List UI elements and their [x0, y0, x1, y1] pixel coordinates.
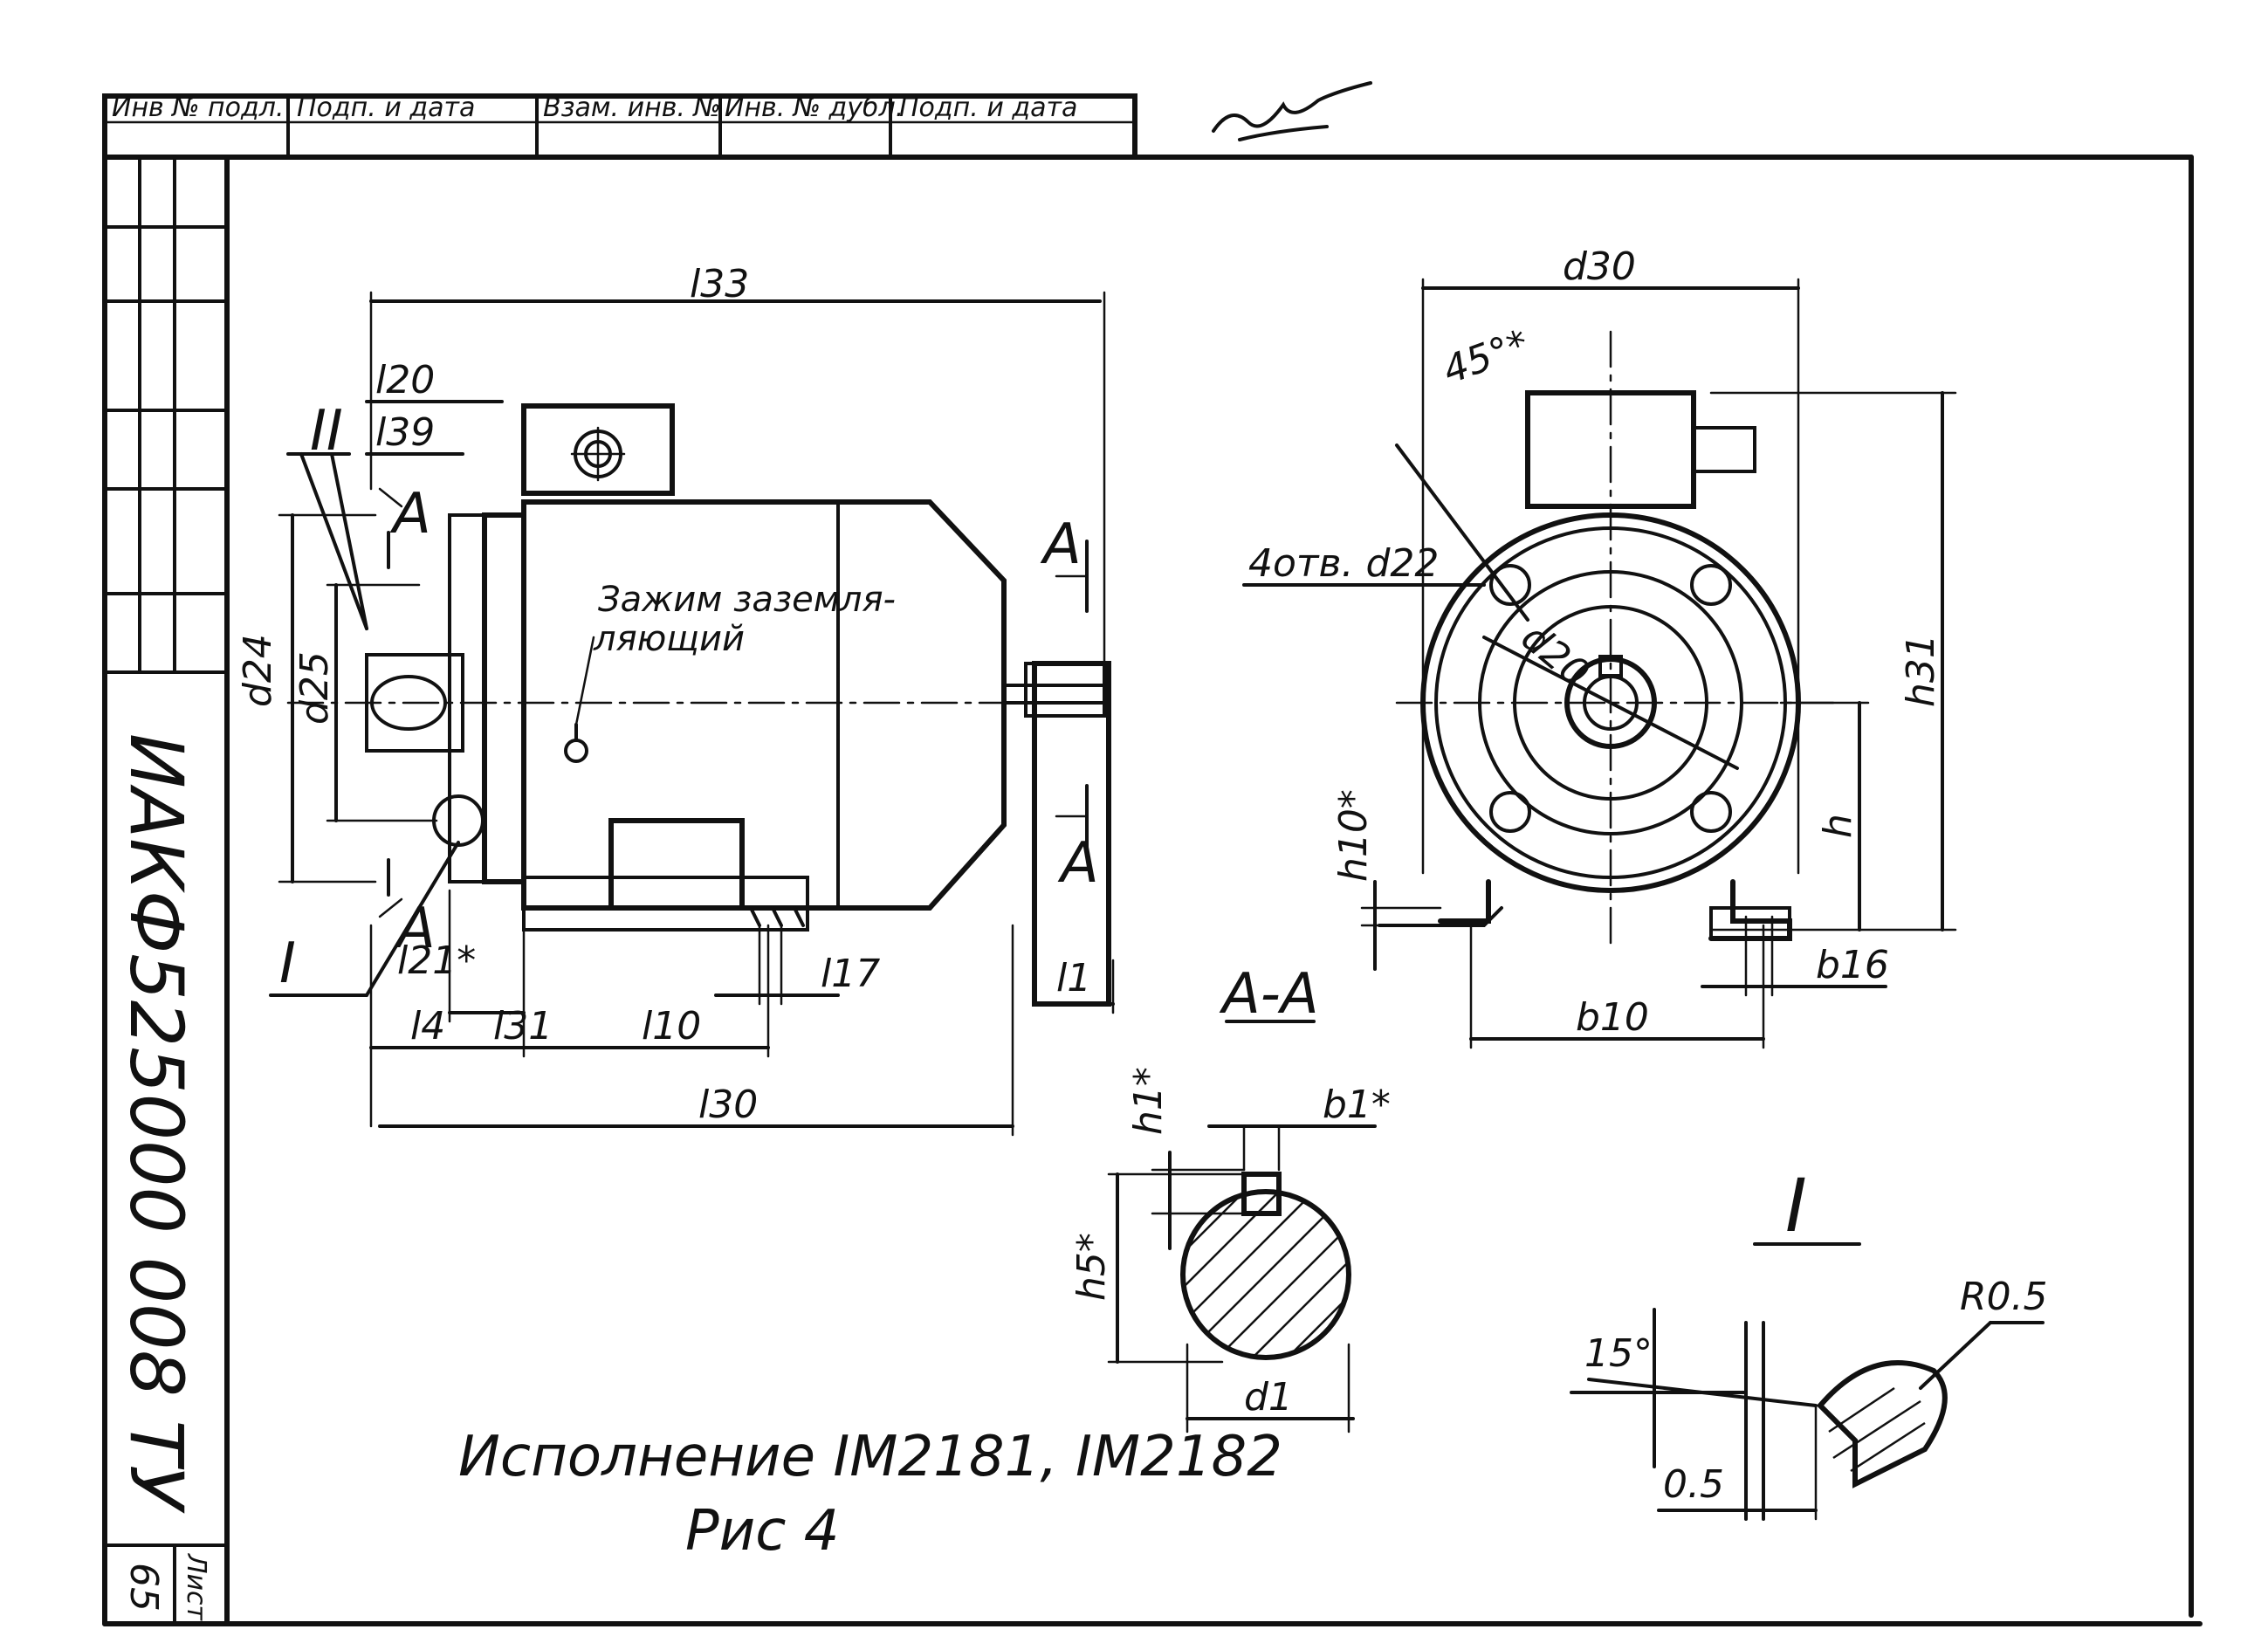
signature-mark: [1212, 81, 1372, 141]
dim-R0-5: R0.5: [1960, 1275, 2048, 1319]
dim-b1: b1*: [1323, 1083, 1391, 1127]
dim-h1: h1*: [1126, 1067, 1171, 1135]
caption-figure: Рис 4: [685, 1499, 839, 1564]
motor-front-view: [1378, 330, 1835, 945]
title-vzam-inv: Взам. инв. №: [543, 93, 721, 123]
front-view-dimensions: [1242, 278, 1957, 1049]
grounding-label-line2: ляющий: [593, 619, 745, 659]
title-podp-data-2: Подп. и дата: [899, 93, 1077, 123]
dim-l21: l21*: [397, 938, 476, 983]
mark-II: II: [310, 399, 343, 464]
title-podp-data: Подп. и дата: [297, 93, 475, 123]
dim-h31: h31: [1899, 634, 1943, 707]
section-mark-A-bottom: A: [394, 897, 436, 961]
dim-angle-45: 45°*: [1437, 321, 1534, 393]
dim-d20: d20: [1513, 615, 1598, 696]
dim-l10: l10: [642, 1004, 701, 1048]
mark-I: I: [279, 932, 296, 996]
dim-d24: d24: [236, 634, 280, 707]
detail-I-title: I: [1785, 1163, 1807, 1248]
dim-l17: l17: [821, 952, 880, 996]
dim-l20: l20: [375, 358, 435, 402]
dim-l1: l1: [1056, 956, 1091, 1000]
dim-d25: d25: [292, 651, 337, 725]
dim-l39: l39: [375, 410, 435, 455]
section-a-a-title: А-А: [1219, 962, 1319, 1027]
dim-b16: b16: [1816, 943, 1889, 987]
dim-l31: l31: [493, 1004, 553, 1048]
grounding-label-line1: Зажим заземля-: [598, 580, 896, 620]
side-view-dimensions: [269, 291, 1115, 1137]
title-inv-podl: Инв № подл.: [112, 93, 284, 123]
dim-angle-15: 15°: [1584, 1331, 1653, 1376]
title-inv-dubl: Инв. № дубл.: [725, 93, 904, 123]
dim-h: h: [1816, 814, 1860, 838]
dim-offset-0-5: 0.5: [1663, 1462, 1724, 1507]
sheet-number: 65: [121, 1563, 166, 1612]
motor-side-view: [286, 403, 1111, 1007]
dim-l33: l33: [690, 262, 749, 306]
dim-l4: l4: [410, 1004, 445, 1048]
dim-b10: b10: [1576, 995, 1649, 1040]
section-mark-A-right-top: A: [1040, 512, 1082, 577]
detail-view-I: [1570, 1242, 2045, 1521]
dim-h10: h10*: [1331, 789, 1376, 882]
sheet-label: Лист: [181, 1553, 211, 1622]
dim-l30: l30: [698, 1083, 758, 1127]
document-code: ИАКФ525000 008 ТУ: [113, 733, 199, 1514]
dim-d30: d30: [1563, 244, 1636, 289]
section-mark-A-right-bottom: A: [1057, 831, 1099, 896]
dim-holes-d22: 4отв. d22: [1248, 541, 1439, 586]
dim-h5: h5*: [1069, 1233, 1114, 1301]
drawing-frame: [102, 93, 2203, 1626]
dim-d1: d1: [1244, 1375, 1293, 1420]
caption-execution: Исполнение IM2181, IM2182: [458, 1425, 1282, 1489]
section-mark-A-top: A: [389, 482, 431, 547]
